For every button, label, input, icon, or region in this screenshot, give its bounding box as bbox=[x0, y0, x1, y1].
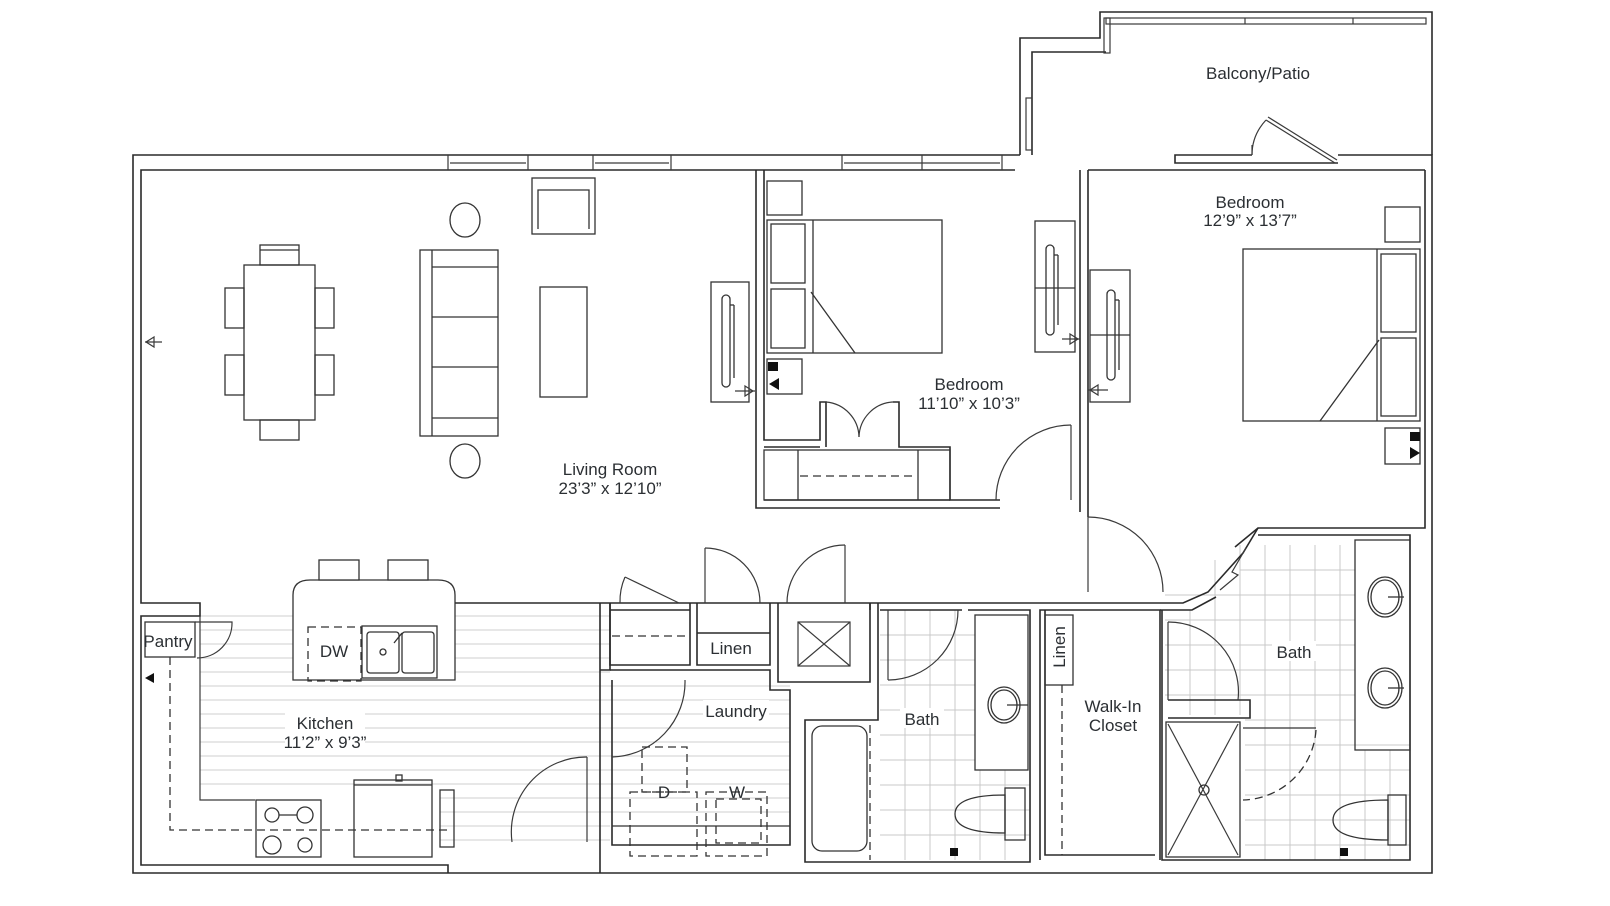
doors bbox=[195, 401, 1317, 843]
bed-master bbox=[1242, 206, 1421, 465]
coffee-table bbox=[539, 286, 588, 398]
kitchen-island bbox=[292, 559, 456, 682]
label-linen-hall: Linen bbox=[710, 639, 752, 658]
label-dryer: D bbox=[658, 783, 670, 802]
kitchen-counter bbox=[169, 616, 455, 858]
label-balcony: Balcony/Patio bbox=[1206, 64, 1310, 83]
master-bath-fixtures bbox=[1165, 539, 1411, 858]
master-bath-tiles bbox=[1165, 545, 1410, 860]
label-living-room: Living Room bbox=[563, 460, 658, 479]
label-washer: W bbox=[729, 783, 745, 802]
bed-second-bedroom bbox=[766, 180, 943, 395]
label-walkin-closet-line1: Walk-In bbox=[1085, 697, 1142, 716]
laundry-appliances bbox=[612, 746, 790, 857]
room-labels: Balcony/Patio Bedroom 12’9” x 13’7” Bedr… bbox=[143, 64, 1316, 802]
balcony bbox=[1019, 11, 1433, 164]
side-table bbox=[449, 202, 481, 238]
label-linen-closet: Linen bbox=[1050, 626, 1069, 668]
tv-console-master bbox=[1088, 269, 1131, 403]
tv-console-living bbox=[710, 281, 755, 403]
armchair bbox=[531, 177, 596, 235]
label-living-room-dims: 23’3” x 12’10” bbox=[558, 479, 661, 498]
label-walkin-closet-line2: Closet bbox=[1089, 716, 1137, 735]
side-table bbox=[449, 443, 481, 479]
interior-walls bbox=[293, 170, 1411, 873]
label-master-bedroom-dims: 12’9” x 13’7” bbox=[1203, 211, 1297, 230]
hall-bath-fixtures bbox=[811, 614, 1029, 860]
label-second-bedroom: Bedroom bbox=[935, 375, 1004, 394]
label-master-bath: Bath bbox=[1277, 643, 1312, 662]
hall-bath-tiles bbox=[880, 610, 1030, 860]
label-dishwasher: DW bbox=[320, 642, 348, 661]
sofa bbox=[419, 249, 499, 437]
label-laundry: Laundry bbox=[705, 702, 767, 721]
label-pantry: Pantry bbox=[143, 632, 193, 651]
label-kitchen: Kitchen bbox=[297, 714, 354, 733]
dining-table bbox=[224, 244, 335, 441]
label-second-bedroom-dims: 11’10” x 10’3” bbox=[918, 394, 1020, 413]
tv-console-bedroom bbox=[1034, 220, 1080, 353]
label-kitchen-dims: 11’2” x 9’3” bbox=[284, 733, 367, 752]
thermostat-arrow bbox=[144, 335, 162, 349]
closet-shelf-bedroom bbox=[763, 449, 951, 501]
label-master-bedroom: Bedroom bbox=[1216, 193, 1285, 212]
exterior-walls bbox=[132, 154, 1433, 874]
label-hall-bath: Bath bbox=[905, 710, 940, 729]
